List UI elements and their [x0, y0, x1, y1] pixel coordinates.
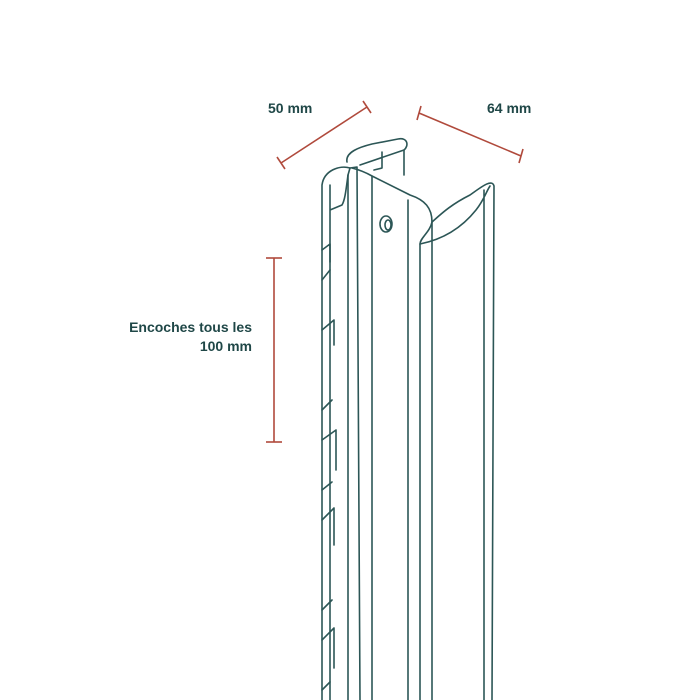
dimension-64mm-line	[416, 105, 524, 164]
depth-dimension-label: 64 mm	[487, 100, 532, 116]
notch-spacing-line2: 100 mm	[199, 338, 252, 354]
notch-spacing-line1: Encoches tous les	[129, 319, 252, 335]
width-dimension-label: 50 mm	[268, 100, 313, 116]
notch-spacing-label: Encoches tous les 100 mm	[129, 318, 252, 356]
dimension-50mm-line	[276, 100, 372, 170]
upright-profile	[321, 137, 495, 700]
dimension-notch-spacing-line	[266, 257, 282, 443]
